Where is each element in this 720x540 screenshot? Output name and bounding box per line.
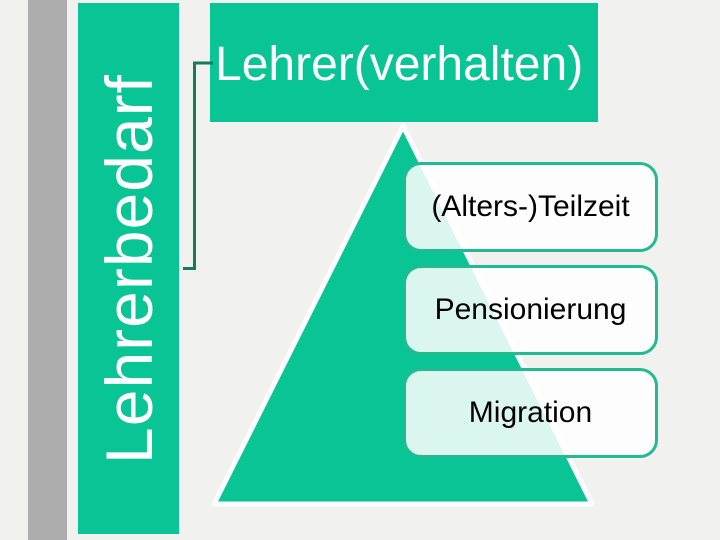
- title-bracket-decoration: [183, 61, 213, 270]
- list-item-box-migration[interactable]: Migration: [403, 368, 658, 458]
- list-item-label: (Alters-)Teilzeit: [431, 190, 630, 223]
- list-item-label: Pensionierung: [434, 293, 627, 326]
- slide-title-text: Lehrer(verhalten): [215, 38, 584, 91]
- list-item-box-pensionierung[interactable]: Pensionierung: [403, 265, 658, 355]
- list-item-label: Migration: [468, 396, 593, 429]
- left-accent-stripe: [28, 0, 67, 540]
- vertical-title-text: Lehrerbedarf: [91, 73, 166, 464]
- vertical-title-bar[interactable]: Lehrerbedarf: [78, 3, 179, 534]
- list-item-box-alters-teilzeit[interactable]: (Alters-)Teilzeit: [403, 162, 658, 252]
- slide-title-bar[interactable]: Lehrer(verhalten): [210, 3, 598, 122]
